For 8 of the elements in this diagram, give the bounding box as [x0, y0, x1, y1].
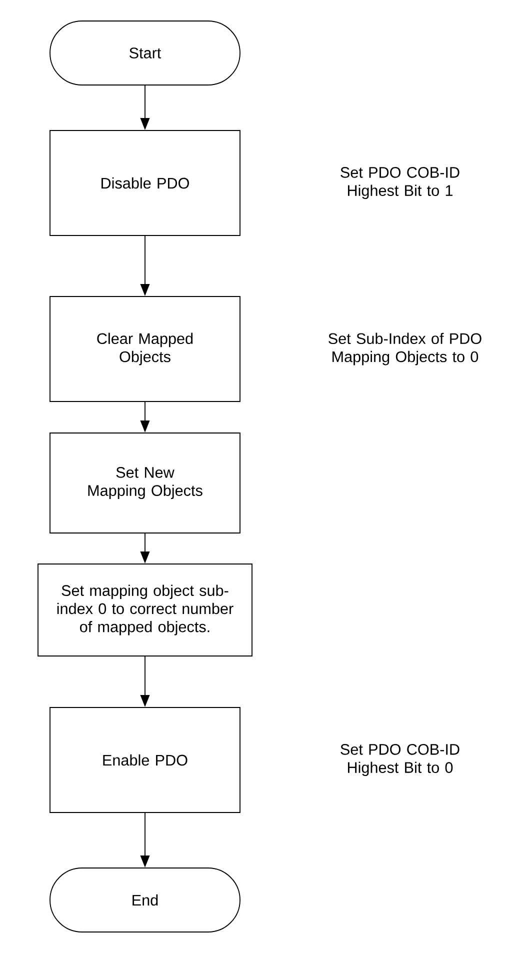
process-box: Set mapping object sub-index 0 to correct number of mapped objects.	[38, 564, 252, 656]
side-note: Set PDO COB-ID Highest Bit to 1	[340, 167, 460, 200]
process-box: Disable PDO	[50, 130, 240, 236]
side-note: Set PDO COB-ID Highest Bit to 0	[340, 744, 460, 776]
side-note: Set Sub-Index of PDO Mapping Objects to 0	[328, 332, 482, 366]
process-box: Enable PDO	[50, 707, 240, 813]
process-box: Set New Mapping Objects	[50, 432, 240, 534]
process-box: Clear Mapped Objects	[50, 296, 240, 402]
